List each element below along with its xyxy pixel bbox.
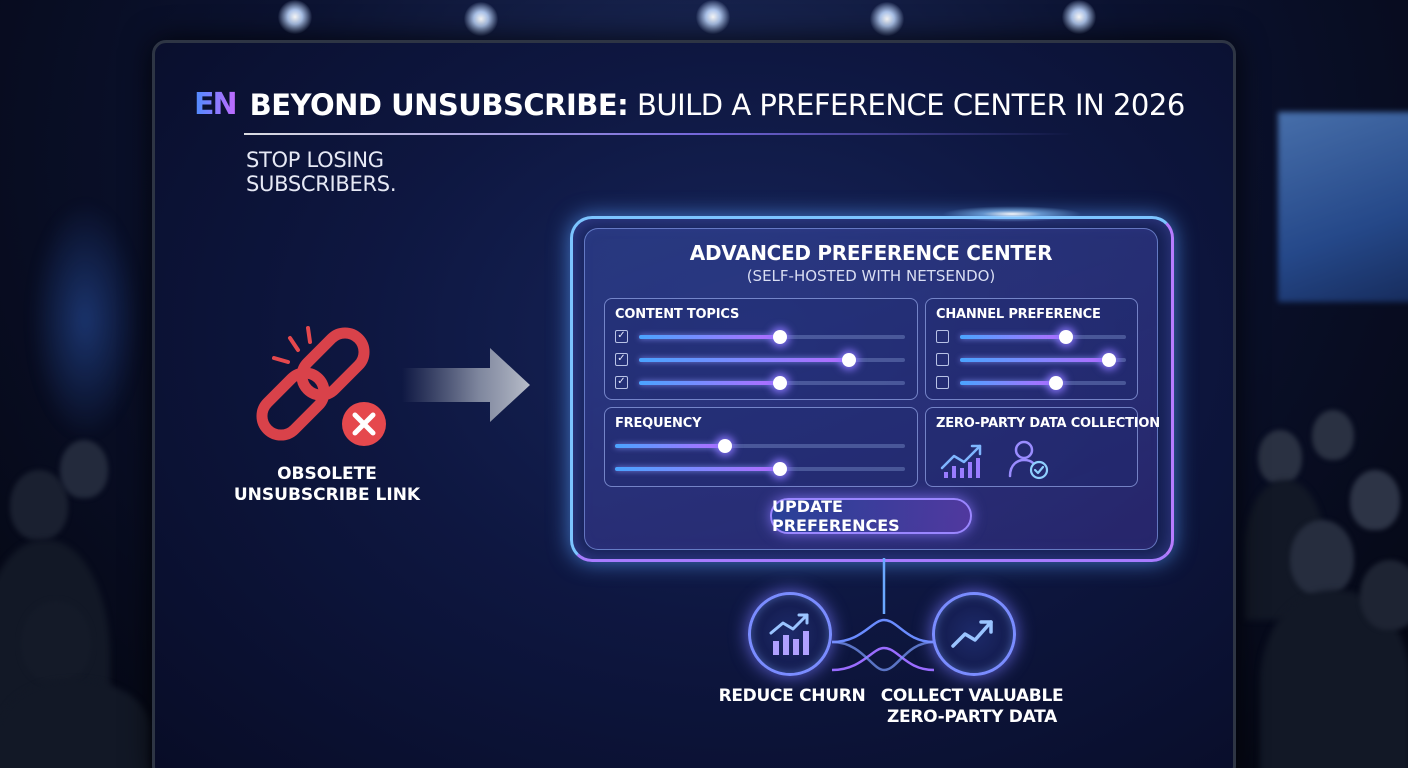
- slider-row: ✓: [615, 352, 905, 368]
- option-checkbox[interactable]: ✓: [615, 376, 628, 389]
- slider-row: [936, 375, 1126, 391]
- frequency-label: FREQUENCY: [615, 416, 702, 431]
- page-subtitle: STOP LOSING SUBSCRIBERS.: [246, 148, 397, 196]
- slider-fill: [960, 335, 1067, 339]
- audience-head: [60, 440, 108, 498]
- reduce-churn-badge: [748, 592, 832, 676]
- audience-head: [1258, 430, 1302, 484]
- option-checkbox[interactable]: ✓: [615, 353, 628, 366]
- slider-row: ✓: [615, 329, 905, 345]
- slider-fill: [639, 358, 850, 362]
- collect-zero-party-line1: COLLECT VALUABLE: [880, 686, 1064, 706]
- title-underline: [244, 133, 1074, 135]
- zero-party-data-badge: [932, 592, 1016, 676]
- content-topics-box: CONTENT TOPICS ✓ ✓ ✓: [604, 298, 918, 400]
- audience-head: [1360, 560, 1408, 630]
- preference-center-panel: [584, 228, 1158, 550]
- slider-row: [615, 438, 905, 454]
- broken-link-icon: [256, 326, 386, 446]
- slider-track[interactable]: [960, 376, 1126, 390]
- slider-track[interactable]: [639, 353, 905, 367]
- title-rest: BUILD A PREFERENCE CENTER IN 2026: [628, 87, 1185, 122]
- slider-fill: [960, 381, 1057, 385]
- obsolete-unsubscribe-label: OBSOLETE UNSUBSCRIBE LINK: [222, 464, 432, 506]
- frequency-box: FREQUENCY: [604, 407, 918, 487]
- slider-row: [936, 352, 1126, 368]
- slider-track[interactable]: [960, 353, 1126, 367]
- slider-fill: [960, 358, 1110, 362]
- update-preferences-button[interactable]: UPDATE PREFERENCES: [770, 497, 972, 535]
- presentation-monitor: [152, 40, 1236, 768]
- slider-track[interactable]: [960, 330, 1126, 344]
- audience-head: [1350, 470, 1400, 530]
- option-checkbox[interactable]: [936, 353, 949, 366]
- stage-light: [464, 2, 498, 36]
- content-topics-label: CONTENT TOPICS: [615, 307, 740, 322]
- obsolete-label-line1: OBSOLETE: [277, 464, 377, 484]
- stage-light: [696, 0, 730, 34]
- slider-handle[interactable]: [772, 376, 787, 390]
- chart-growth-icon: [940, 444, 982, 478]
- preference-center-subtitle: (SELF-HOSTED WITH NETSENDO): [746, 267, 996, 285]
- slider-handle[interactable]: [1049, 376, 1064, 390]
- slider-handle[interactable]: [1059, 330, 1074, 344]
- option-checkbox[interactable]: ✓: [615, 330, 628, 343]
- obsolete-label-line2: UNSUBSCRIBE LINK: [233, 485, 421, 505]
- right-arrow-icon: [402, 348, 530, 422]
- slider-fill: [615, 444, 726, 448]
- trend-arrow-icon: [951, 620, 993, 648]
- collect-zero-party-line2: ZERO-PARTY DATA: [887, 707, 1057, 727]
- slider-handle[interactable]: [773, 462, 788, 476]
- slider-handle[interactable]: [1102, 353, 1117, 367]
- page-title: BEYOND UNSUBSCRIBE: BUILD A PREFERENCE C…: [249, 87, 1186, 122]
- preference-center-title: ADVANCED PREFERENCE CENTER: [689, 241, 1053, 265]
- audience-head: [20, 600, 92, 684]
- slider-handle[interactable]: [718, 439, 733, 453]
- audience-head: [10, 470, 68, 540]
- title-row: EN BEYOND UNSUBSCRIBE: BUILD A PREFERENC…: [194, 87, 1185, 122]
- channel-preference-box: CHANNEL PREFERENCE: [925, 298, 1138, 400]
- collect-zero-party-label: COLLECT VALUABLE ZERO-PARTY DATA: [877, 686, 1067, 728]
- slider-fill: [615, 467, 781, 471]
- slider-row: [615, 461, 905, 477]
- ambient-glow: [30, 200, 140, 440]
- slider-fill: [639, 381, 780, 385]
- slider-handle[interactable]: [842, 353, 857, 367]
- reduce-churn-label: REDUCE CHURN: [712, 686, 872, 707]
- stage-light: [870, 2, 904, 36]
- slider-row: ✓: [615, 375, 905, 391]
- zero-party-data-box: ZERO-PARTY DATA COLLECTION: [925, 407, 1160, 487]
- zero-party-data-label: ZERO-PARTY DATA COLLECTION: [936, 416, 1160, 431]
- audience-body: [0, 680, 150, 768]
- title-bold: BEYOND UNSUBSCRIBE:: [249, 87, 629, 122]
- slider-row: [936, 329, 1126, 345]
- slider-handle[interactable]: [772, 330, 787, 344]
- reduce-churn-text: REDUCE CHURN: [718, 686, 866, 706]
- bar-chart-trend-icon: [769, 613, 809, 655]
- slider-track[interactable]: [615, 439, 905, 453]
- brand-logo: EN: [194, 87, 238, 122]
- channel-preference-label: CHANNEL PREFERENCE: [936, 307, 1101, 322]
- option-checkbox[interactable]: [936, 330, 949, 343]
- user-check-icon: [1008, 440, 1049, 480]
- slider-fill: [639, 335, 780, 339]
- connector-lines: [831, 558, 935, 672]
- audience-head: [1312, 410, 1354, 460]
- stage-light: [278, 0, 312, 34]
- slider-track[interactable]: [639, 376, 905, 390]
- stage-light: [1062, 0, 1096, 34]
- slider-track[interactable]: [615, 462, 905, 476]
- audience-head: [1290, 520, 1354, 596]
- option-checkbox[interactable]: [936, 376, 949, 389]
- light-flare: [942, 206, 1082, 222]
- slider-track[interactable]: [639, 330, 905, 344]
- side-projection-screen: [1278, 112, 1408, 302]
